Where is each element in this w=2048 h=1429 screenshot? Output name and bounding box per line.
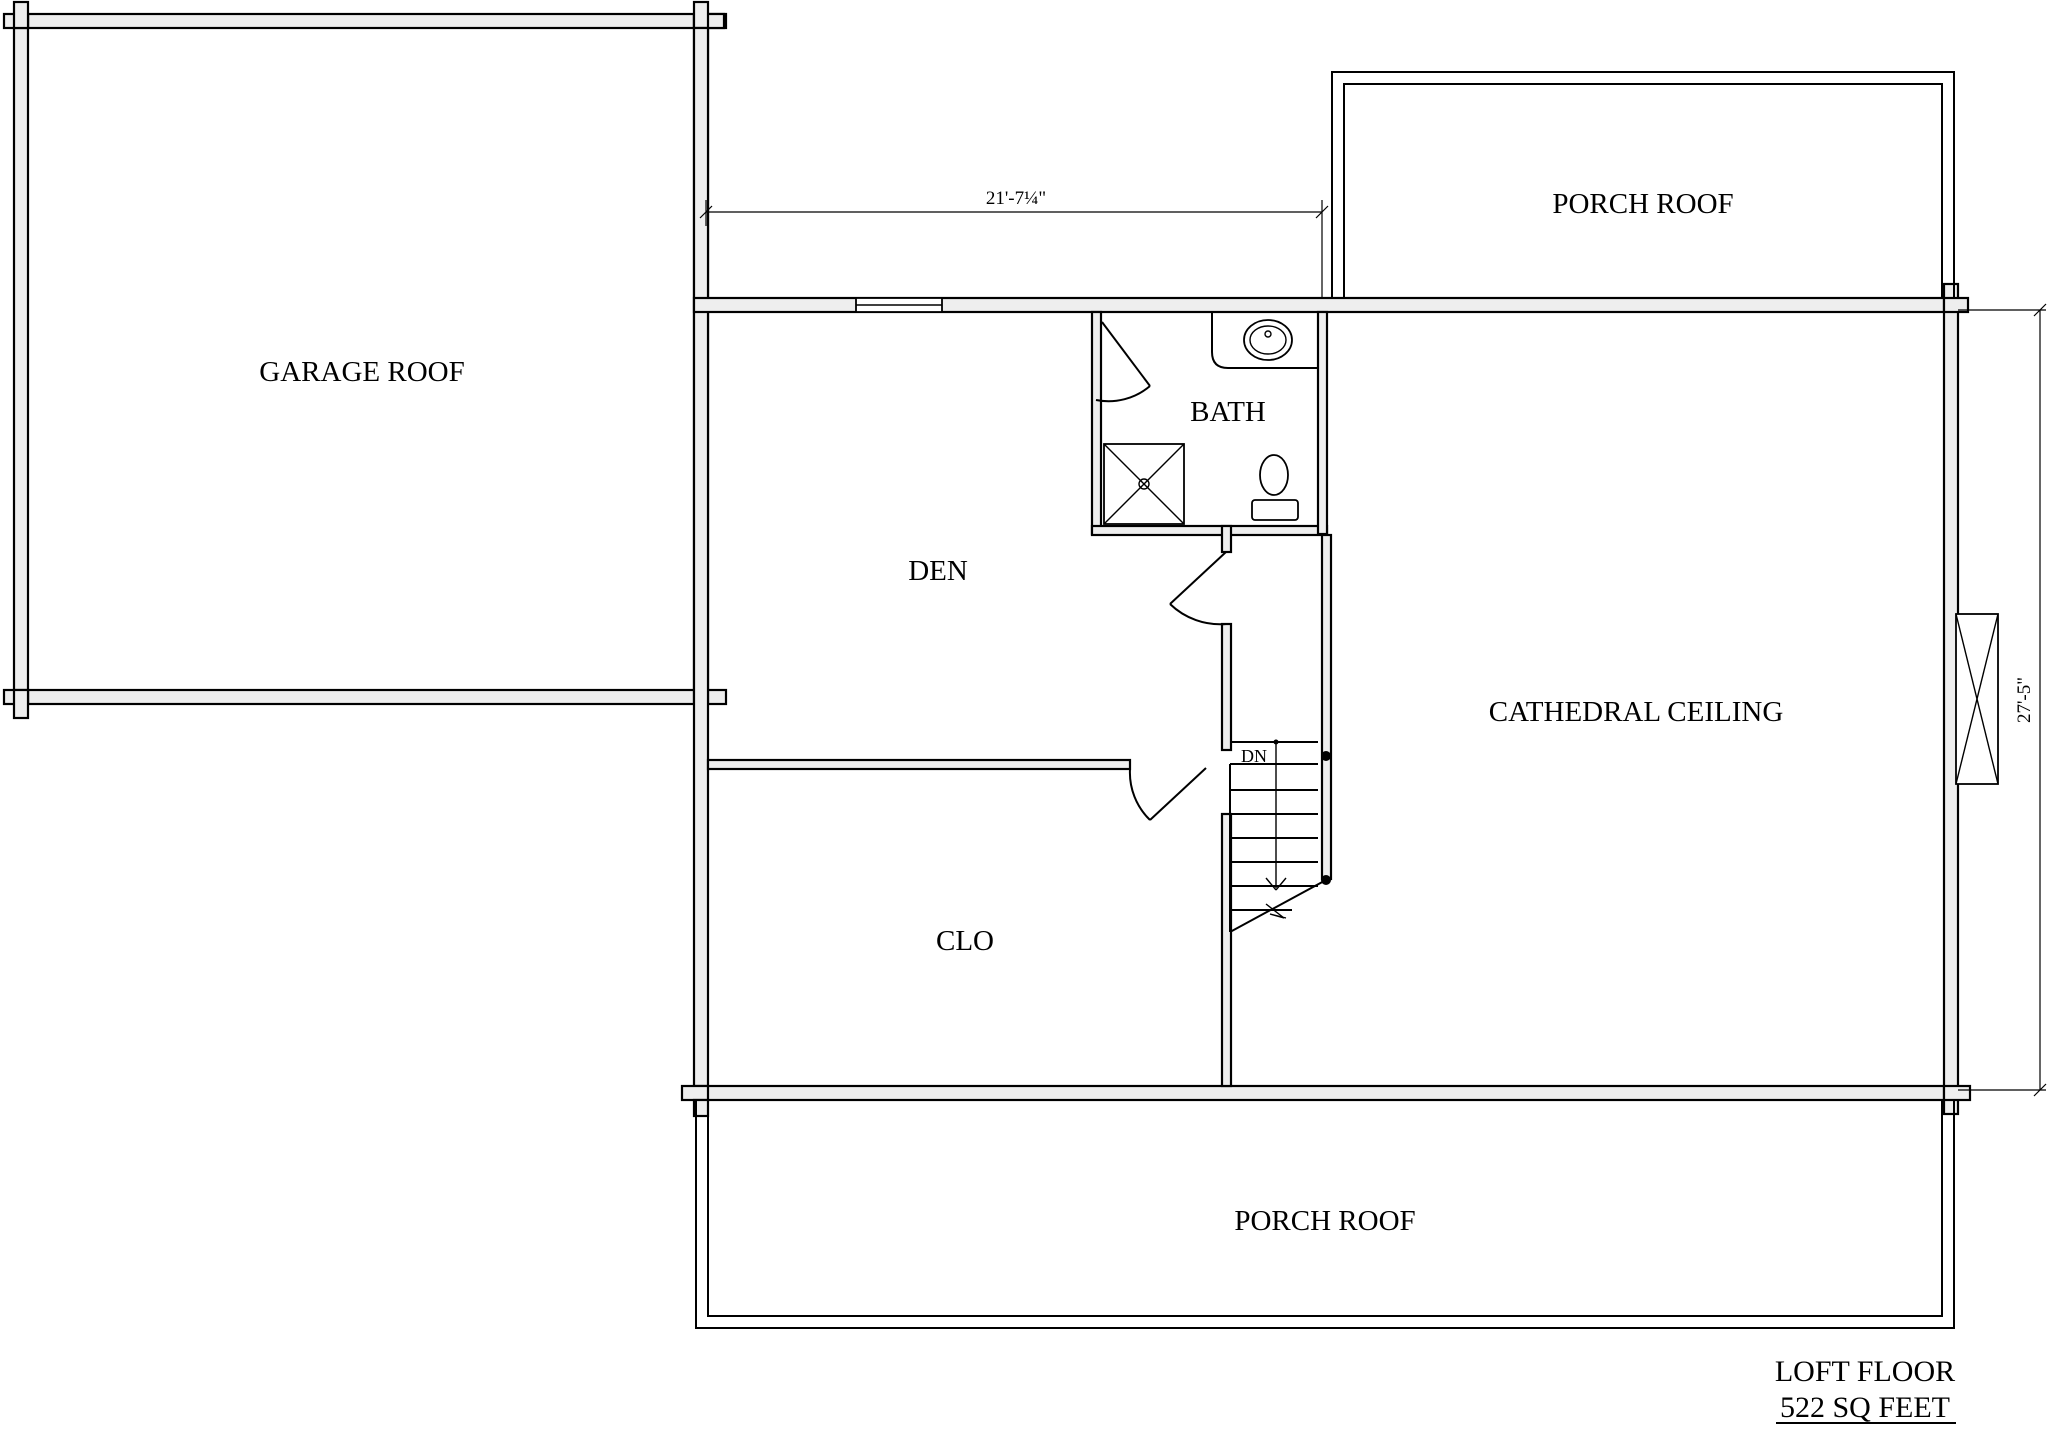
room-label-porch-roof-bottom: PORCH ROOF [1234, 1205, 1415, 1237]
dimension-width-label: 21'-7¼" [986, 188, 1046, 209]
room-label-den: DEN [908, 555, 968, 587]
stair-dn-label: DN [1241, 746, 1267, 766]
dimension-depth-label: 27'-5" [2014, 677, 2035, 723]
porch-roof-bottom-area [695, 1099, 1955, 1329]
room-label-bath: BATH [1190, 396, 1266, 428]
dimension-width: 21'-7¼" [699, 188, 1329, 298]
doors [1095, 321, 1227, 821]
porch-roof-top-area [1331, 71, 1955, 299]
floor-area: 522 SQ FEET [1780, 1391, 1950, 1424]
dimension-depth: 27'-5" [1958, 303, 2047, 1097]
interior-walls [706, 310, 1999, 1088]
title-block: LOFT FLOOR 522 SQ FEET [1775, 1355, 1956, 1424]
floor-name: LOFT FLOOR [1775, 1355, 1955, 1388]
room-label-cathedral-ceiling: CATHEDRAL CEILING [1489, 696, 1784, 728]
bath-fixtures [1103, 312, 1318, 525]
room-label-garage-roof: GARAGE ROOF [259, 356, 464, 388]
stairs: DN [1229, 739, 1331, 933]
room-label-clo: CLO [936, 925, 994, 957]
room-label-porch-roof-top: PORCH ROOF [1552, 188, 1733, 220]
